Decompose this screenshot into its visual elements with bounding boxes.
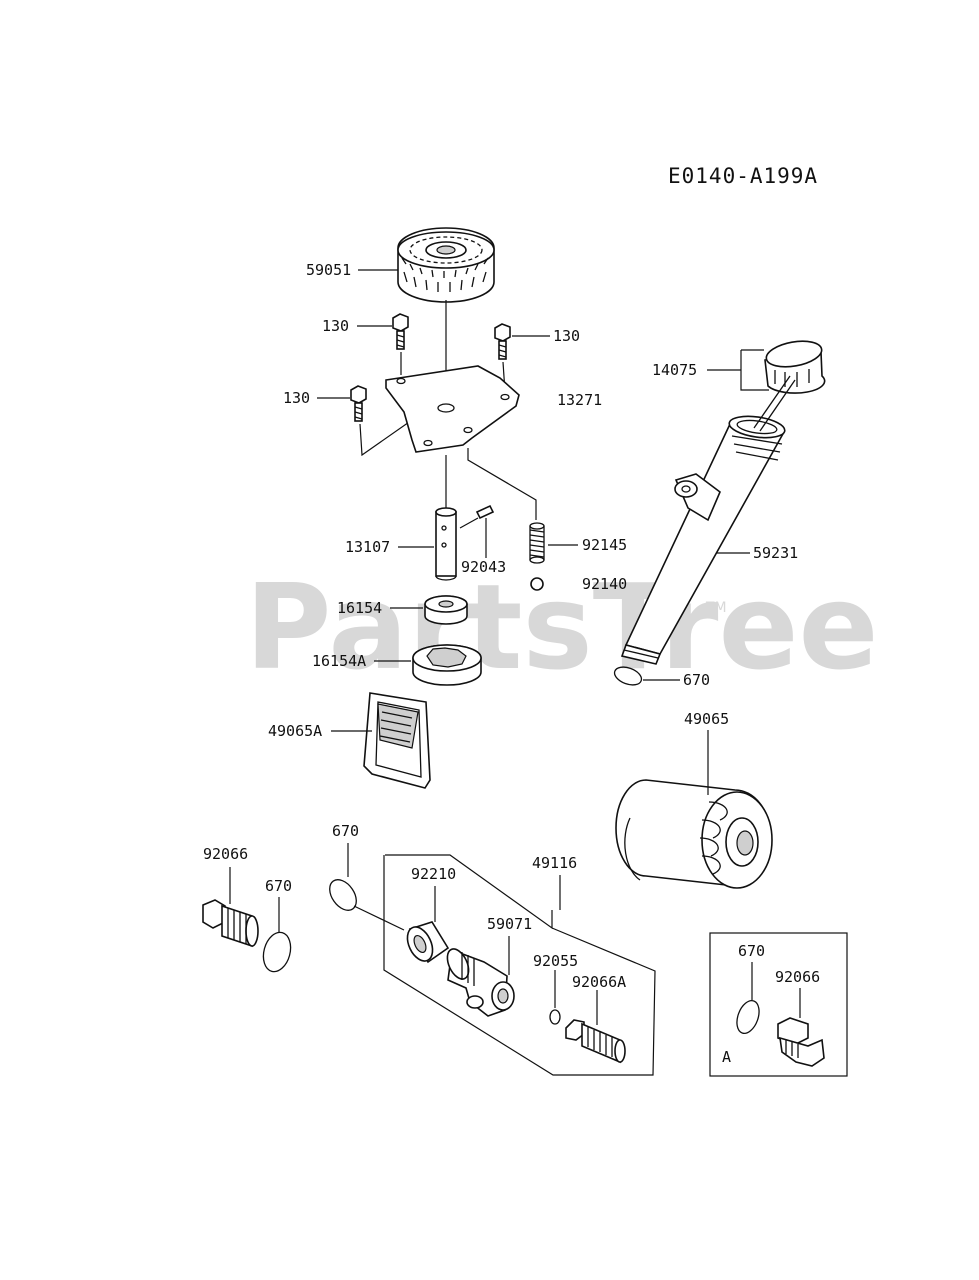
oil-filter-icon[interactable] xyxy=(615,779,773,889)
callout-92043: 92043 xyxy=(461,558,506,576)
callout-670-left: 670 xyxy=(265,877,292,895)
callout-49065A: 49065A xyxy=(268,722,322,740)
nut-icon[interactable] xyxy=(402,921,450,965)
callout-92066A: 92066A xyxy=(572,973,626,991)
diagram-code: E0140-A199A xyxy=(668,164,818,188)
callout-59071: 59071 xyxy=(487,915,532,933)
callout-49065: 49065 xyxy=(684,710,729,728)
callout-59051: 59051 xyxy=(306,261,351,279)
oring-icon[interactable] xyxy=(549,1009,561,1025)
callout-670-center: 670 xyxy=(332,822,359,840)
callout-92145: 92145 xyxy=(582,536,627,554)
watermark-trademark: TM xyxy=(705,600,727,616)
nipple-icon[interactable] xyxy=(565,1019,626,1064)
oring-icon[interactable] xyxy=(324,875,362,915)
callout-130-top: 130 xyxy=(322,317,349,335)
callout-49116: 49116 xyxy=(532,854,577,872)
assembly-bracket-outline xyxy=(383,854,656,1076)
callout-92066-inset: 92066 xyxy=(775,968,820,986)
callout-130-left: 130 xyxy=(283,389,310,407)
callout-92140: 92140 xyxy=(582,575,627,593)
dipstick-cap-icon[interactable] xyxy=(764,337,826,394)
callout-16154A: 16154A xyxy=(312,652,366,670)
oring-icon[interactable] xyxy=(259,929,294,974)
spring-icon[interactable] xyxy=(529,522,545,564)
watermark-text: PartsTree xyxy=(245,558,879,696)
fitting-icon[interactable] xyxy=(443,946,515,1017)
callout-14075: 14075 xyxy=(652,361,697,379)
bolt-icon[interactable] xyxy=(494,323,511,360)
callout-16154: 16154 xyxy=(337,599,382,617)
callout-92066-left: 92066 xyxy=(203,845,248,863)
callout-59231: 59231 xyxy=(753,544,798,562)
outer-rotor-icon[interactable] xyxy=(412,644,482,686)
oring-icon[interactable] xyxy=(612,664,644,689)
shaft-icon[interactable] xyxy=(435,507,457,581)
drain-plug-icon[interactable] xyxy=(202,899,259,948)
callout-130-right: 130 xyxy=(553,327,580,345)
bolt-icon[interactable] xyxy=(392,313,409,350)
oil-fill-pipe-icon[interactable] xyxy=(620,375,796,665)
drain-plug-icon[interactable] xyxy=(777,1017,825,1067)
inset-label: A xyxy=(722,1048,731,1066)
strainer-icon[interactable] xyxy=(363,692,431,789)
inset-box xyxy=(709,932,848,1077)
bolt-icon[interactable] xyxy=(350,385,367,422)
callout-92210: 92210 xyxy=(411,865,456,883)
cover-plate-icon[interactable] xyxy=(385,365,520,453)
callout-670-pipe: 670 xyxy=(683,671,710,689)
oring-icon[interactable] xyxy=(733,998,763,1037)
callout-13107: 13107 xyxy=(345,538,390,556)
pin-icon[interactable] xyxy=(475,504,495,520)
callout-670-inset: 670 xyxy=(738,942,765,960)
inner-rotor-icon[interactable] xyxy=(424,595,468,625)
callout-92055: 92055 xyxy=(533,952,578,970)
callout-13271: 13271 xyxy=(557,391,602,409)
gear-icon[interactable] xyxy=(397,227,495,303)
ball-icon[interactable] xyxy=(530,577,544,591)
